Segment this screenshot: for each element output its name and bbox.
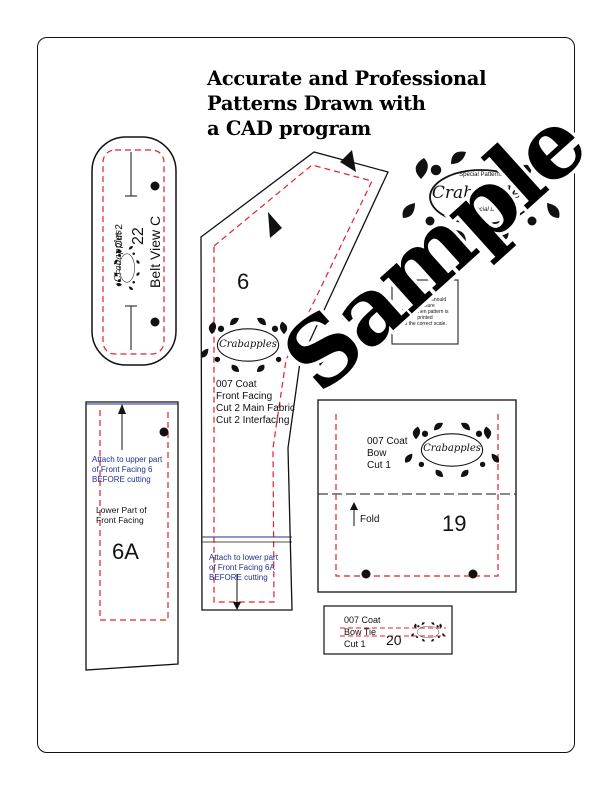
bow-fold-label: Fold [360,514,380,525]
bow-tie-piece-20 [323,605,453,655]
bow-tie-number: 20 [386,632,402,648]
logo-name: Crabapples [431,183,531,203]
bow-tie-line-1: 007 Coat [344,615,381,625]
lower-facing-number: 6A [112,539,139,564]
front-facing-logo-name: Crabapples [219,339,277,350]
lower-facing-piece-6a [85,401,179,671]
logo-top-text: Special Patterns [459,172,503,178]
front-facing-piece-6 [200,150,389,611]
bow-tie-line-3: Cut 1 [344,639,366,649]
bow-logo-name: Crabapples [423,443,481,454]
logo-bottom-text: For Special Dolls [458,207,504,213]
lower-facing-attach-note: Attach to upper part of Front Facing 6 B… [92,455,163,484]
bow-number: 19 [442,511,467,536]
page-frame [37,37,575,753]
belt-logo-name: Crabapples [114,229,124,282]
front-facing-attach-note: Attach to lower part of Front Facing 6A … [209,553,278,582]
bow-tie-line-2: Bow Tie [344,627,377,637]
front-facing-number: 6 [237,269,250,294]
front-facing-details: 007 Coat Front Facing Cut 2 Main Fabric … [216,379,295,426]
belt-piece-number: 22 [130,227,147,245]
bow-label: 007 Coat Bow Cut 1 [367,436,408,471]
bow-piece-19 [317,399,517,593]
belt-piece-22 [91,136,177,366]
scale-square-note: This square should measure 1"x1" when pa… [401,297,449,327]
scale-square [391,279,459,345]
belt-piece-name: Belt View C [147,215,163,288]
headline: Accurate and Professional Patterns Drawn… [207,67,487,140]
lower-facing-label: Lower Part of Front Facing [96,505,147,525]
